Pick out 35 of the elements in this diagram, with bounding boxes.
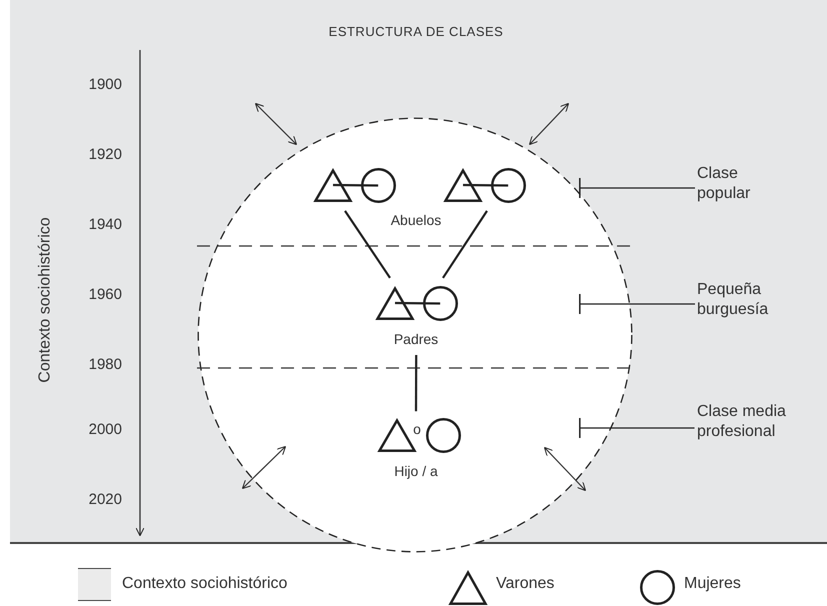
- leader-line: [579, 177, 695, 199]
- class-label: Clase media profesional: [697, 402, 797, 442]
- year-label: 2000: [88, 420, 122, 439]
- year-label: 1960: [88, 285, 122, 304]
- year-label: 2020: [88, 490, 122, 509]
- female-symbol: [361, 168, 396, 203]
- class-structure-circle: [197, 117, 633, 553]
- marriage-line: [332, 184, 378, 187]
- generation-label: Abuelos: [390, 211, 442, 230]
- male-symbol: [375, 286, 415, 320]
- female-symbol: [491, 168, 526, 203]
- descent-line: [344, 210, 391, 278]
- generation-label: Hijo / a: [394, 462, 438, 481]
- female-symbol: [426, 418, 461, 453]
- marriage-line: [462, 184, 508, 187]
- generation-label: Padres: [394, 330, 438, 349]
- legend-label: Contexto sociohistórico: [122, 574, 288, 593]
- year-label: 1920: [88, 145, 122, 164]
- marriage-line: [394, 302, 440, 305]
- class-label: Pequeña burguesía: [697, 280, 777, 320]
- class-label: Clase popular: [697, 164, 777, 204]
- leader-line: [579, 417, 694, 439]
- female-symbol: [423, 286, 458, 321]
- diagram-title: ESTRUCTURA DE CLASES: [328, 23, 504, 41]
- legend-label: Varones: [496, 574, 554, 593]
- male-symbol: [443, 168, 483, 202]
- conjunction-label: o: [413, 420, 421, 439]
- leader-line: [579, 293, 695, 315]
- descent-line: [442, 210, 488, 279]
- year-label: 1940: [88, 215, 122, 234]
- year-label: 1900: [88, 75, 122, 94]
- legend-label: Mujeres: [684, 574, 741, 593]
- axis-title: Contexto sociohistórico: [36, 217, 54, 383]
- male-symbol: [313, 168, 353, 202]
- year-label: 1980: [88, 355, 122, 374]
